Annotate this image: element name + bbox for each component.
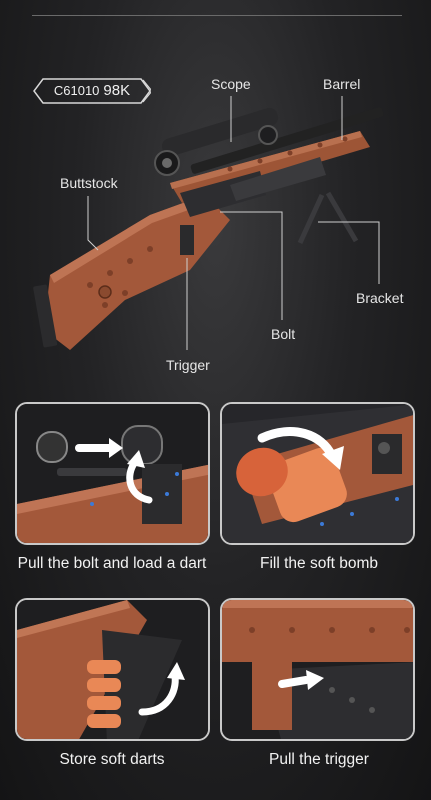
step-image-load-dart [15,402,210,545]
badge-frame [33,78,151,104]
step-image-store-darts [15,598,210,741]
step-caption-pull-trigger: Pull the trigger [269,751,369,768]
fill-bomb-illustration [222,404,413,543]
step-caption-load-dart: Pull the bolt and load a dart [17,555,207,572]
product-model: 98K [103,82,131,99]
bolt-load-illustration [17,404,208,543]
step-caption-fill-bomb: Fill the soft bomb [259,555,379,572]
store-darts-illustration [17,600,208,739]
rifle-illustration [33,107,384,350]
step-image-fill-bomb [220,402,415,545]
label-barrel: Barrel [323,76,361,92]
label-bolt: Bolt [271,326,296,342]
step-image-pull-trigger [220,598,415,741]
open-arrow-icon [138,672,179,716]
label-buttstock: Buttstock [60,175,118,191]
label-scope: Scope [211,76,251,92]
label-trigger: Trigger [166,357,210,373]
rotate-arrow-icon [257,427,337,461]
label-bracket: Bracket [356,290,404,306]
product-code: C61010 [53,83,100,98]
top-divider [32,15,402,16]
step-caption-store-darts: Store soft darts [59,751,165,768]
pull-trigger-illustration [222,600,413,739]
pull-arrow-icon [278,676,310,688]
